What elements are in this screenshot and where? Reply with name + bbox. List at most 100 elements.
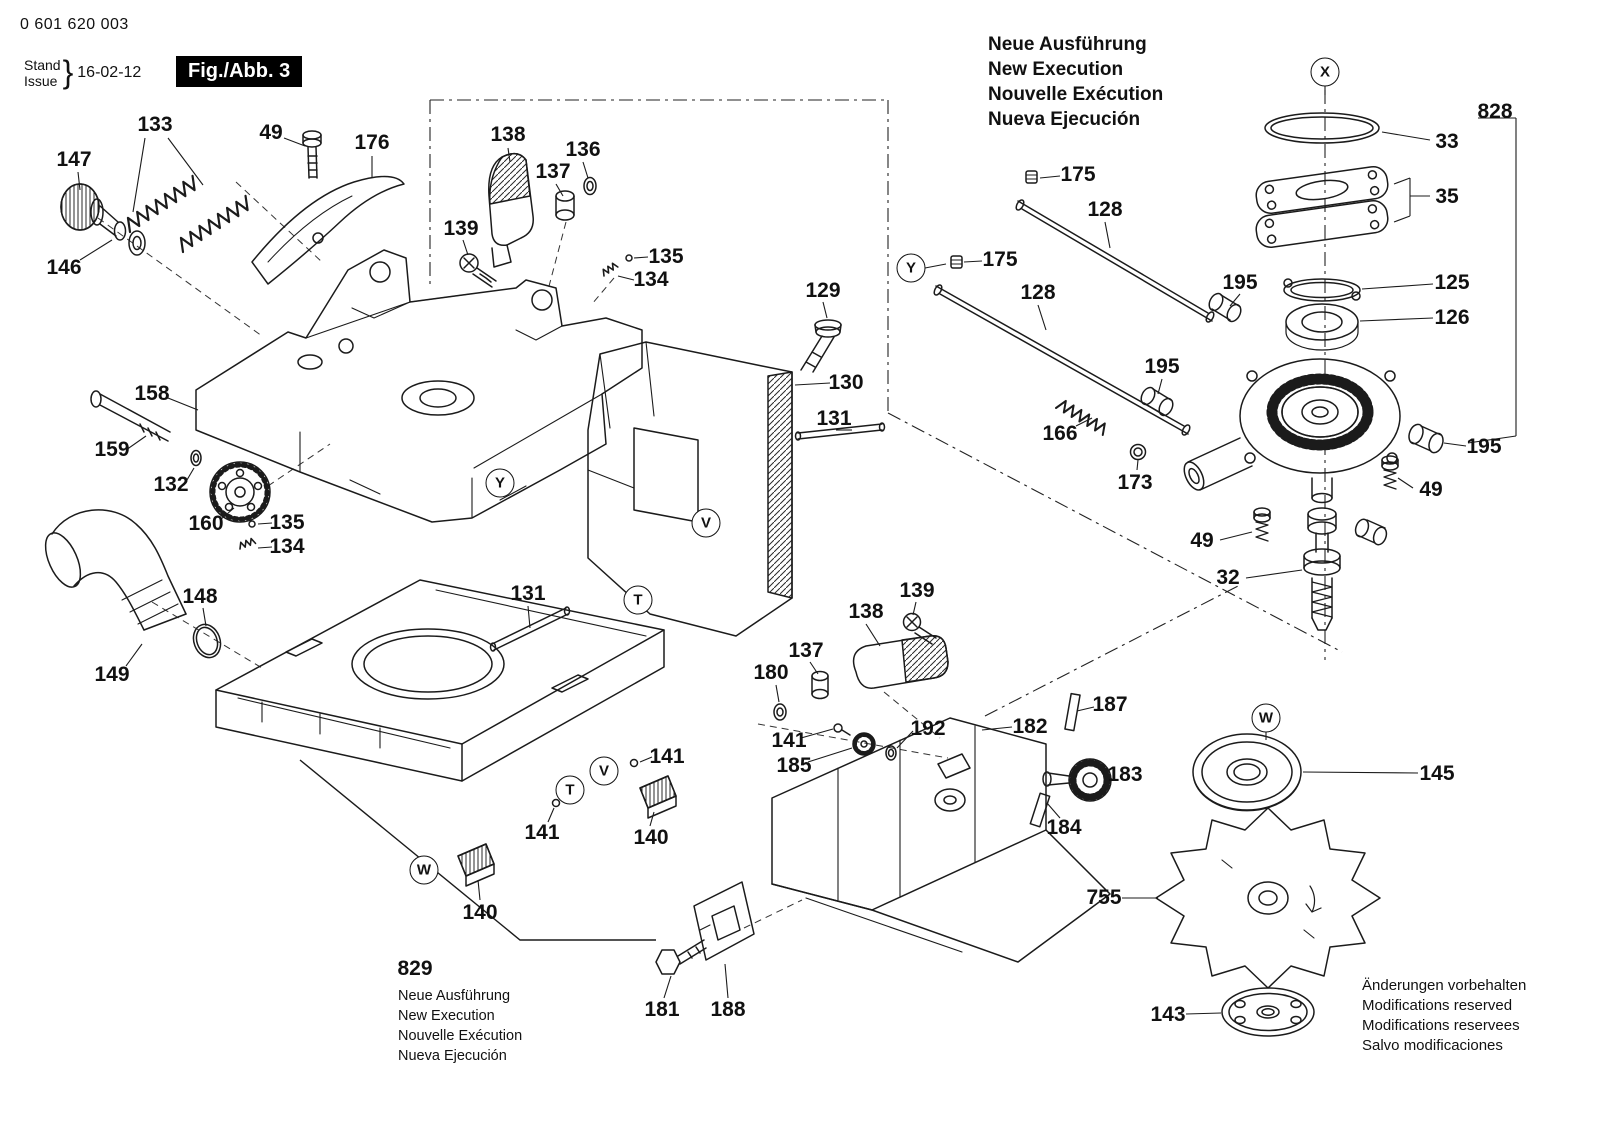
issue-label: Issue	[24, 72, 58, 89]
part-label-125-46: 125	[1434, 271, 1470, 294]
saw-blade-755	[1155, 807, 1381, 989]
slider-140-a	[639, 775, 677, 819]
part-label-160-17: 160	[188, 512, 224, 535]
plate-35-a	[1255, 166, 1389, 214]
part-label-141-32: 141	[771, 729, 807, 752]
screw-49-top	[302, 130, 322, 179]
part-label-139-29: 139	[899, 579, 935, 602]
part-label-146-7: 146	[46, 256, 82, 279]
cover-176	[251, 175, 405, 285]
part-label-147-6: 147	[56, 148, 92, 171]
part-label-173-50: 173	[1117, 471, 1153, 494]
bushing-small	[1354, 518, 1388, 546]
issue-block: Stand Issue } 16-02-12	[24, 54, 141, 91]
screw-129	[800, 319, 842, 373]
note-line: Änderungen vorbehalten	[1362, 977, 1527, 994]
section-marker-V-3: V	[691, 508, 721, 538]
part-label-141-23: 141	[649, 745, 685, 768]
roller-145	[1192, 733, 1302, 812]
part-label-755-59: 755	[1086, 886, 1122, 909]
leader-lines	[77, 86, 1517, 1015]
gear-housing	[1183, 358, 1401, 491]
note-line: Nueva Ejecución	[988, 109, 1141, 130]
part-label-195-51: 195	[1466, 435, 1502, 458]
note-modifications: Änderungen vorbehalten Modifications res…	[1362, 976, 1526, 1056]
part-label-185-33: 185	[776, 754, 812, 777]
part-label-143-60: 143	[1150, 1003, 1186, 1026]
part-label-148-20: 148	[182, 585, 218, 608]
screw-141-a	[629, 758, 639, 768]
part-label-180-31: 180	[753, 661, 789, 684]
issue-brace: }	[62, 54, 74, 90]
section-marker-V-5: V	[589, 756, 619, 786]
part-label-183-37: 183	[1107, 763, 1143, 786]
part-label-137-30: 137	[788, 639, 824, 662]
section-marker-T-4: T	[623, 585, 653, 615]
screw-141-b	[551, 798, 561, 808]
part-label-175-41: 175	[1060, 163, 1096, 186]
spindle-32	[1303, 477, 1341, 631]
spring-pair-133	[126, 174, 249, 254]
main-housing	[195, 249, 643, 523]
part-label-33-56: 33	[1435, 130, 1459, 153]
part-label-145-58: 145	[1419, 762, 1455, 785]
part-label-139-8: 139	[443, 217, 479, 240]
part-label-131-13: 131	[816, 407, 852, 430]
note-line: New Execution	[398, 1008, 495, 1024]
cylinder-137-top	[555, 176, 597, 221]
section-marker-T-6: T	[555, 775, 585, 805]
lever-138-top	[488, 152, 534, 268]
screw-49-left	[1253, 507, 1271, 542]
plate-35-b	[1255, 200, 1389, 248]
note-line: Neue Ausführung	[398, 988, 511, 1004]
washer-192	[885, 745, 897, 761]
bolt-181	[655, 939, 707, 975]
part-label-129-11: 129	[805, 279, 841, 302]
issue-date: 16-02-12	[77, 63, 142, 81]
note-line: Modifications reserved	[1362, 997, 1513, 1014]
part-label-128-42: 128	[1087, 198, 1123, 221]
slider-140-b	[457, 843, 495, 887]
part-label-188-40: 188	[710, 998, 746, 1021]
fence-130	[587, 341, 793, 637]
part-label-126-47: 126	[1434, 306, 1470, 329]
part-label-175-43: 175	[982, 248, 1018, 271]
pin-175-lower	[950, 255, 963, 269]
part-label-192-34: 192	[910, 717, 946, 740]
part-label-133-0: 133	[137, 113, 173, 136]
rod-128-upper	[1015, 199, 1215, 323]
pin-135-top	[625, 254, 633, 262]
bracket-188	[693, 881, 755, 961]
spring-166	[1055, 399, 1106, 436]
rod-131-right	[794, 422, 886, 441]
part-label-195-45: 195	[1222, 271, 1258, 294]
part-label-149-21: 149	[94, 663, 130, 686]
gear-knob-160	[209, 461, 271, 523]
spring-134-top	[602, 262, 619, 277]
knob-147	[60, 183, 146, 256]
part-label-135-18: 135	[269, 511, 305, 534]
nut-173	[1129, 443, 1147, 461]
issue-labels: Stand Issue	[24, 57, 61, 89]
note-new-execution-bottom: Neue Ausführung New Execution Nouvelle E…	[398, 986, 522, 1066]
section-marker-Y-2: Y	[485, 468, 515, 498]
part-label-131-22: 131	[510, 582, 546, 605]
section-marker-X-0: X	[1310, 57, 1340, 87]
bushing-195-b	[1140, 386, 1174, 417]
part-label-130-12: 130	[828, 371, 864, 394]
screw-139-bottom	[902, 612, 937, 645]
strip-184	[1029, 792, 1051, 828]
part-label-134-19: 134	[269, 535, 305, 558]
figure-badge: Fig./Abb. 3	[176, 56, 303, 87]
part-label-138-3: 138	[490, 123, 526, 146]
part-label-141-24: 141	[524, 821, 560, 844]
part-label-184-38: 184	[1046, 816, 1082, 839]
part-label-32-54: 32	[1216, 566, 1240, 589]
part-label-49-53: 49	[1190, 529, 1214, 552]
bushing-195-a	[1208, 292, 1242, 323]
rod-131-left	[489, 606, 571, 652]
note-line: Modifications reservees	[1362, 1017, 1520, 1034]
part-label-134-10: 134	[633, 268, 669, 291]
